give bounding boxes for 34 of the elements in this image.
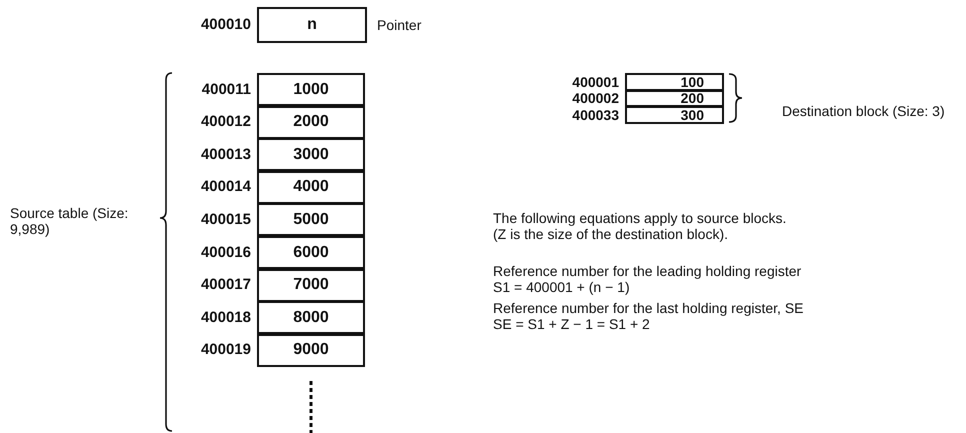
register-address: 400012 xyxy=(200,113,251,132)
brace-label: Source table (Size: 9,989) xyxy=(10,205,130,237)
register-cell: 2000 xyxy=(257,106,365,139)
register-address: 400019 xyxy=(200,341,251,360)
register-address: 400013 xyxy=(200,146,251,164)
note-text: (Z is the size of the destination block). xyxy=(493,226,728,242)
equation: SE = S1 + Z − 1 = S1 + 2 xyxy=(493,316,650,332)
register-address: 400001 xyxy=(571,72,619,91)
register-cell: 1000 xyxy=(257,73,365,106)
register-cell: 6000 xyxy=(257,236,365,269)
register-cell: 100 xyxy=(625,73,724,90)
register-cell: 3000 xyxy=(257,138,365,172)
equation: S1 = 400001 + (n − 1) xyxy=(493,279,630,295)
register-address: 400033 xyxy=(571,106,619,124)
register-cell: 7000 xyxy=(257,268,365,302)
brace-label: Destination block (Size: 3) xyxy=(782,103,946,119)
register-cell: 8000 xyxy=(257,301,365,334)
register-cell: n xyxy=(257,7,367,43)
register-cell: 300 xyxy=(625,106,724,124)
register-address: 400016 xyxy=(200,244,251,262)
register-caption: Pointer xyxy=(377,17,422,33)
register-address: 400017 xyxy=(200,276,251,294)
note-text: Reference number for the last holding register, SE xyxy=(493,300,804,316)
note-text: The following equations apply to source blocks. xyxy=(493,210,786,226)
register-cell: 9000 xyxy=(257,334,365,367)
note-text: Reference number for the leading holding register xyxy=(493,263,802,279)
register-address: 400018 xyxy=(200,308,251,327)
register-address: 400010 xyxy=(200,16,251,34)
register-cell: 4000 xyxy=(257,170,365,204)
register-address: 400011 xyxy=(200,80,251,98)
register-address: 400015 xyxy=(200,210,251,229)
register-address: 400014 xyxy=(200,178,251,196)
register-address: 400002 xyxy=(571,89,619,108)
register-cell: 5000 xyxy=(257,203,365,236)
